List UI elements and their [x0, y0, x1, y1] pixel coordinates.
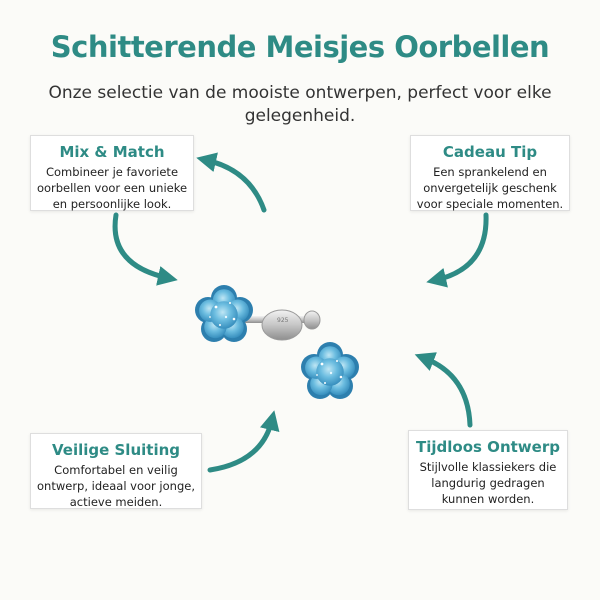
arrow-bottom-right-up-icon: [414, 352, 473, 428]
earring-product-image: 925: [195, 285, 359, 399]
feature-card-veilige-sluiting: Veilige Sluiting Comfortabel en veilig o…: [30, 433, 202, 509]
arrow-right-down-icon: [426, 212, 489, 288]
feature-card-cadeau-tip: Cadeau Tip Een sprankelend en onvergetel…: [410, 135, 570, 211]
earring-back-icon: [261, 309, 303, 341]
arrow-left-down-icon: [112, 212, 178, 286]
arrow-bottom-left-up-icon: [207, 410, 280, 473]
flower-earring-right-icon: [301, 342, 359, 399]
feature-card-title: Mix & Match: [59, 143, 165, 161]
feature-card-title: Veilige Sluiting: [51, 441, 180, 459]
arrow-top-left-up-icon: [196, 152, 267, 213]
feature-card-title: Cadeau Tip: [442, 143, 538, 161]
feature-card-text: Een sprankelend en onvergetelijk geschen…: [416, 165, 564, 211]
feature-card-text: Stijlvolle klassiekers die langdurig ged…: [419, 460, 557, 506]
flower-earring-left-icon: [195, 285, 253, 342]
feature-card-mix-match: Mix & Match Combineer je favoriete oorbe…: [30, 135, 194, 211]
feature-card-text: Combineer je favoriete oorbellen voor ee…: [36, 165, 188, 211]
page-subtitle: Onze selectie van de mooiste ontwerpen, …: [48, 83, 552, 126]
page-title: Schitterende Meisjes Oorbellen: [50, 30, 550, 64]
feature-card-text: Comfortabel en veilig ontwerp, ideaal vo…: [37, 463, 195, 509]
feature-card-title: Tijdloos Ontwerp: [416, 438, 560, 456]
feature-card-tijdloos-ontwerp: Tijdloos Ontwerp Stijlvolle klassiekers …: [408, 430, 568, 510]
silver-stamp: 925: [277, 317, 289, 324]
